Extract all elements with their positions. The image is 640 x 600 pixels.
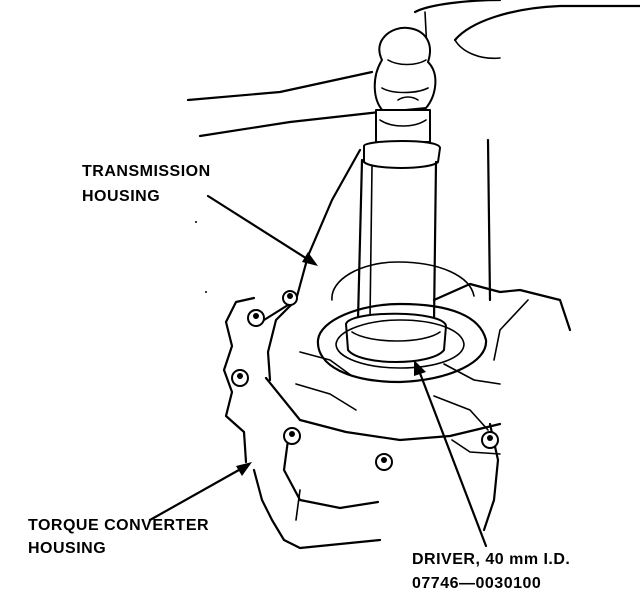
label-torque-converter-housing: TORQUE CONVERTER HOUSING: [28, 516, 209, 558]
leader-transmission-housing: [206, 194, 318, 266]
driver-tool: [345, 109, 447, 363]
label-transmission-line2: HOUSING: [82, 188, 161, 205]
label-transmission-housing: TRANSMISSION HOUSING: [82, 162, 211, 206]
bolt: [247, 309, 265, 327]
bolt: [283, 427, 301, 445]
bolt: [481, 431, 499, 449]
bolt: [231, 369, 249, 387]
label-torque-line2: HOUSING: [28, 540, 107, 557]
speck: [195, 221, 197, 223]
bolt: [282, 290, 298, 306]
label-driver: DRIVER, 40 mm I.D. 07746—0030100: [412, 550, 570, 593]
leader-driver: [414, 360, 488, 548]
bolt: [375, 453, 393, 471]
speck: [205, 291, 207, 293]
transmission-housing-body: [262, 138, 572, 442]
label-transmission-line1: TRANSMISSION: [82, 163, 211, 180]
leader-torque-converter-housing: [148, 462, 252, 522]
label-driver-line1: DRIVER, 40 mm I.D.: [412, 551, 571, 568]
label-driver-part-number: 07746—0030100: [412, 575, 542, 592]
label-torque-line1: TORQUE CONVERTER: [28, 517, 210, 534]
background-hand: [413, 0, 640, 71]
hammer: [186, 26, 437, 138]
torque-converter-housing-body: [222, 290, 501, 550]
